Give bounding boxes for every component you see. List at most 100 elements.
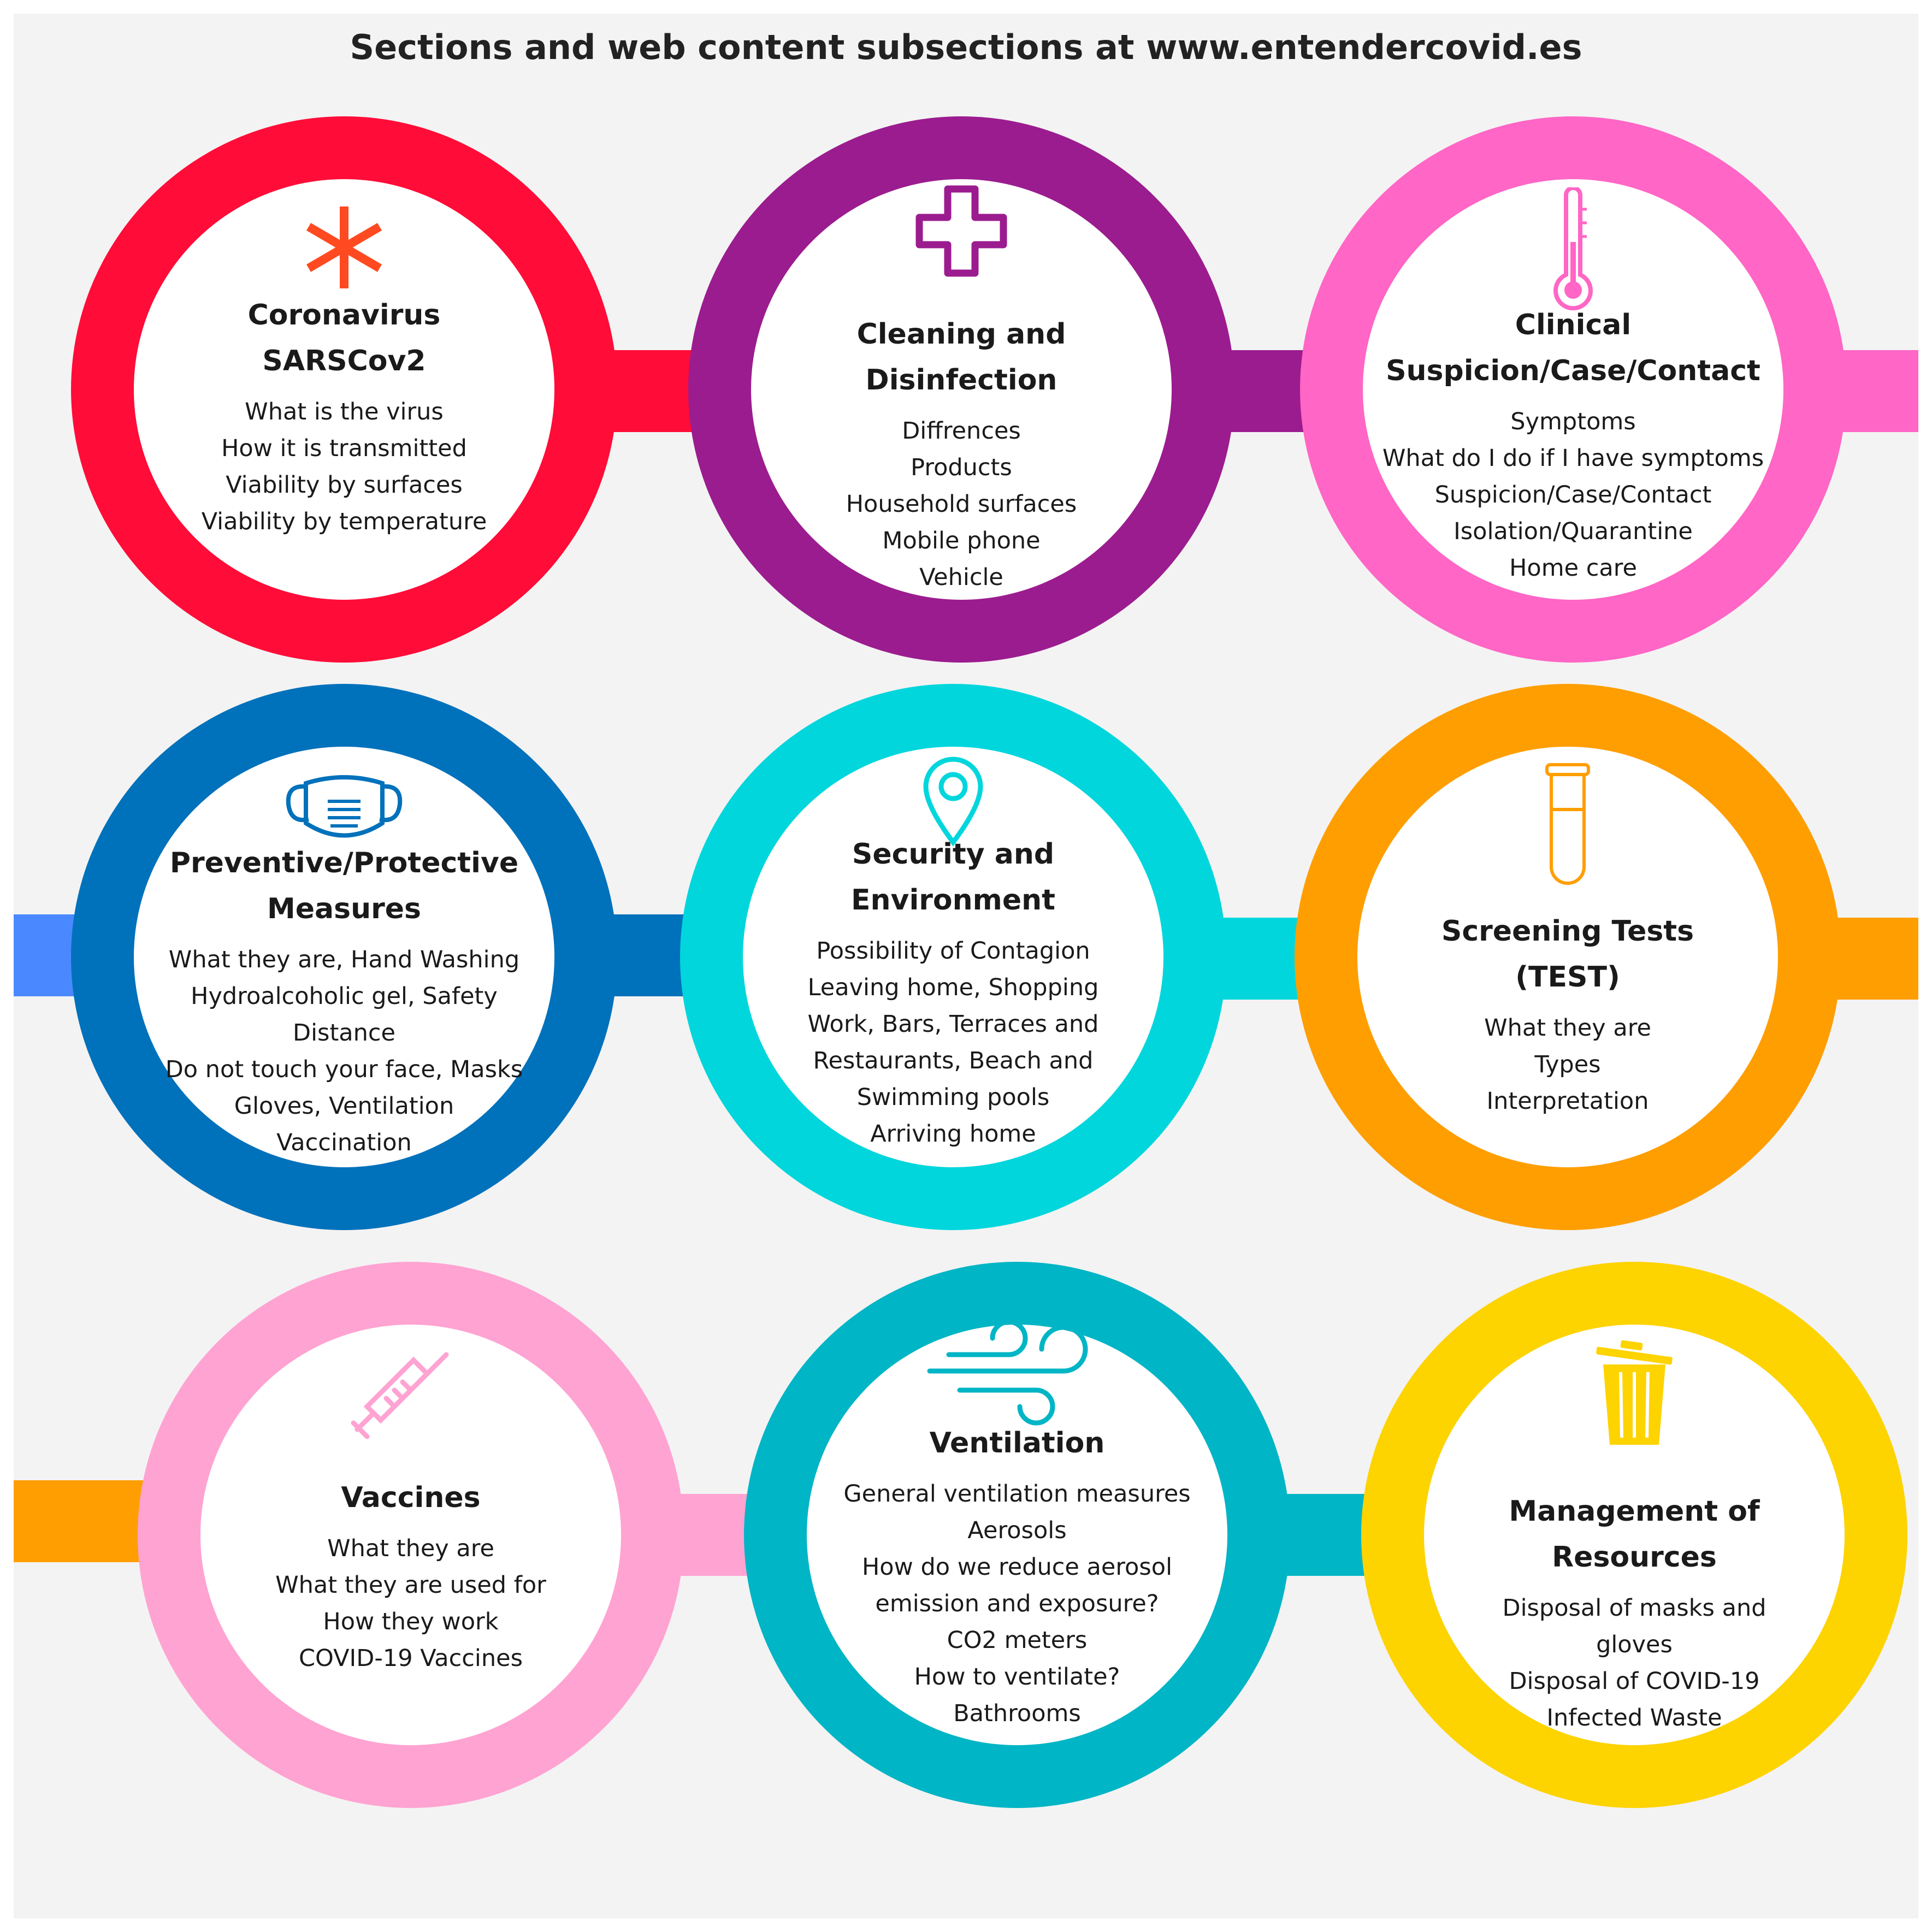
section-title-line: Measures <box>267 893 421 925</box>
subsection-item: How do we reduce aerosol <box>861 1553 1173 1581</box>
subsection-item: gloves <box>1596 1631 1673 1658</box>
location-pin-icon <box>920 754 986 849</box>
wind-icon <box>927 1319 1102 1431</box>
subsection-item: Restaurants, Beach and <box>813 1047 1094 1074</box>
section-title-line: Security and <box>852 838 1055 871</box>
section-title-line: Cleaning and <box>856 318 1066 351</box>
subsection-item: What is the virus <box>245 398 444 426</box>
subsection-item: What they are <box>1484 1014 1651 1042</box>
section-title-line: (TEST) <box>1515 961 1620 994</box>
section-title-line: Screening Tests <box>1441 915 1694 948</box>
subsection-item: Arriving home <box>870 1120 1036 1148</box>
medical-cross-icon <box>915 185 1008 280</box>
face-mask-icon <box>284 771 404 850</box>
subsection-item: Symptoms <box>1510 408 1636 435</box>
subsection-item: Leaving home, Shopping <box>807 974 1099 1001</box>
subsection-item: What they are used for <box>275 1571 546 1599</box>
section-title-line: Clinical <box>1515 309 1632 341</box>
subsection-item: How it is transmitted <box>221 435 467 462</box>
subsection-item: Disposal of COVID-19 <box>1509 1668 1760 1695</box>
page-title: Sections and web content subsections at … <box>350 27 1582 67</box>
section-title-line: Resources <box>1552 1541 1717 1574</box>
section-title-line: Environment <box>851 884 1055 917</box>
syringe-icon <box>345 1346 454 1458</box>
subsection-item: How to ventilate? <box>914 1663 1120 1691</box>
subsection-item: Suspicion/Case/Contact <box>1434 481 1712 509</box>
section-title-line: Suspicion/Case/Contact <box>1386 355 1760 387</box>
subsection-item: Isolation/Quarantine <box>1454 518 1693 545</box>
subsection-item: Viability by temperature <box>201 508 487 535</box>
subsection-item: Products <box>911 454 1012 481</box>
section-title-line: Disinfection <box>865 364 1057 397</box>
section-inner-circle <box>1357 747 1778 1167</box>
subsection-item: Viability by surfaces <box>226 471 463 499</box>
thermometer-icon <box>1549 186 1598 316</box>
subsection-item: What do I do if I have symptoms <box>1382 445 1764 472</box>
section-inner-circle <box>751 179 1172 600</box>
subsection-item: COVID-19 Vaccines <box>299 1645 523 1672</box>
subsection-item: emission and exposure? <box>875 1590 1159 1617</box>
subsection-item: Types <box>1534 1051 1601 1078</box>
section-title: Ventilation <box>799 1420 1236 1466</box>
subsection-item: Disposal of masks and <box>1502 1594 1766 1622</box>
trash-bin-icon <box>1593 1338 1675 1450</box>
subsection-item: Hydroalcoholic gel, Safety <box>191 983 498 1010</box>
section-title-line: Preventive/Protective <box>169 847 519 879</box>
subsection-item: General ventilation measures <box>843 1480 1191 1508</box>
subsection-item: Possibility of Contagion <box>816 937 1090 965</box>
section-title-line: Ventilation <box>929 1427 1105 1460</box>
subsection-item: Gloves, Ventilation <box>234 1092 454 1120</box>
section-title: Vaccines <box>192 1475 629 1521</box>
subsection-item: Mobile phone <box>882 527 1041 554</box>
subsection-item: Home care <box>1509 554 1637 582</box>
subsection-item: Work, Bars, Terraces and <box>807 1011 1099 1038</box>
section-inner-circle <box>807 1325 1227 1745</box>
section-title: Screening Tests (TEST) <box>1349 908 1786 1000</box>
subsection-item: Do not touch your face, Masks <box>165 1056 523 1083</box>
section-inner-circle <box>743 747 1163 1167</box>
subsection-item: Bathrooms <box>953 1700 1081 1727</box>
subsection-item: CO2 meters <box>947 1627 1088 1654</box>
subsection-item: What they are, Hand Washing <box>168 946 520 973</box>
asterisk-icon <box>300 204 388 294</box>
test-tube-icon <box>1540 760 1595 894</box>
subsection-item: Diffrences <box>902 417 1021 445</box>
subsection-item: What they are <box>327 1535 494 1562</box>
subsection-item: How they work <box>323 1608 499 1635</box>
subsection-item: Vehicle <box>919 564 1003 591</box>
section-title-line: Vaccines <box>341 1481 481 1514</box>
section-inner-circle <box>200 1325 621 1745</box>
subsection-item: Household surfaces <box>846 491 1077 518</box>
subsection-item: Vaccination <box>276 1129 412 1156</box>
subsection-item: Swimming pools <box>856 1084 1050 1111</box>
subsection-item: Distance <box>292 1019 396 1047</box>
subsection-item: Interpretation <box>1486 1088 1649 1115</box>
section-title-line: SARSCov2 <box>262 345 426 377</box>
section-title-line: Coronavirus <box>247 299 441 332</box>
subsection-item: Infected Waste <box>1546 1704 1722 1732</box>
